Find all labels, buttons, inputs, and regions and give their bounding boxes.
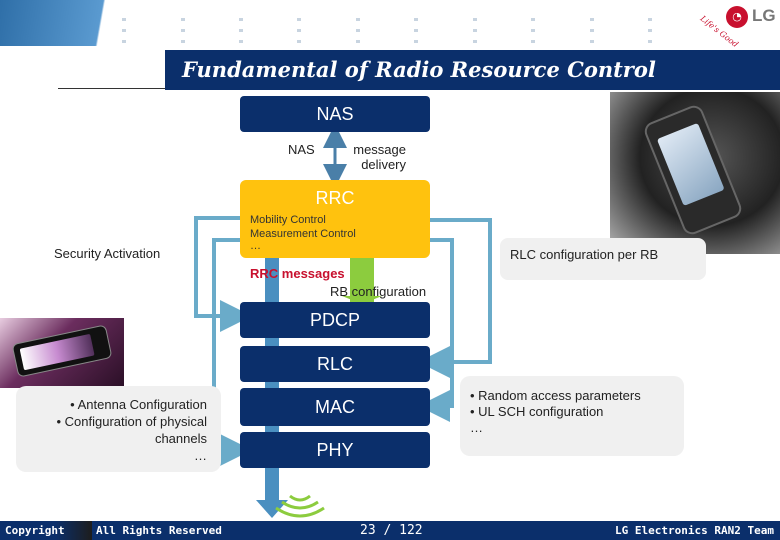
rrc-title: RRC [315,188,355,208]
rrc-function-mobility: Mobility Control [250,214,326,226]
phone-photo [610,92,780,254]
physical-config-more: … [194,448,207,463]
rb-configuration-label: RB configuration [330,284,427,299]
pdcp-block[interactable]: PDCP [240,302,430,338]
rrc-messages-arrowhead [256,500,288,518]
antenna-config-item: • Antenna Configuration [70,397,207,412]
lg-circle-icon: ◔ [726,6,748,28]
header-dash [356,18,360,21]
nas-block[interactable]: NAS [240,96,430,132]
rlc-config-loop [418,218,492,378]
header-dash [239,40,243,43]
security-loop [194,216,252,332]
header-dash [181,40,185,43]
header-dash [531,29,535,32]
message-delivery-label: message delivery [346,142,406,172]
header-dash [122,18,126,21]
title-underline [58,88,166,89]
mac-config-box: • Random access parameters • UL SCH conf… [460,376,684,456]
header-dash [122,40,126,43]
antenna-wave-icon [281,500,319,510]
mac-block[interactable]: MAC [240,388,430,426]
rlc-configuration-label: RLC configuration per RB [510,247,659,262]
header-dash [414,29,418,32]
footer-bar: Copyright All Rights Reserved 23 / 122 L… [0,521,780,540]
header-wedge [0,0,180,46]
header-dash [648,40,652,43]
rlc-config-box [500,238,706,280]
header-dash [356,29,360,32]
footer-team: LG Electronics RAN2 Team [615,524,774,537]
phy-config-loop [212,238,252,466]
security-box [44,238,194,268]
rrc-function-more: … [250,240,261,252]
header-dash [181,29,185,32]
random-access-item: • Random access parameters [470,388,641,403]
rb-config-bar [350,258,374,302]
header-dash [297,40,301,43]
antenna-wave-icon-2 [275,506,325,518]
slide-title: Fundamental of Radio Resource Control [165,50,780,90]
footer-copyright: Copyright [0,521,92,540]
rrc-function-measurement: Measurement Control [250,228,356,240]
security-activation-label: Security Activation [54,246,161,261]
header-dash [239,18,243,21]
header-dash [648,29,652,32]
header-dash [239,29,243,32]
header-dash [297,18,301,21]
header-dash [648,18,652,21]
header-dash [590,40,594,43]
header-dash [297,29,301,32]
rb-config-arrowhead [342,296,382,304]
header-dash [531,18,535,21]
phone-photo-2 [0,318,124,388]
header-dash [590,29,594,32]
header-dash [181,18,185,21]
header-dash [473,18,477,21]
message-delivery-line-1: message [353,142,406,157]
header-dash [414,18,418,21]
header-dash [473,40,477,43]
header-dash [414,40,418,43]
header-dash [356,40,360,43]
rlc-block[interactable]: RLC [240,346,430,382]
header-dash [473,29,477,32]
mac-config-loop [418,238,454,422]
ul-sch-item: • UL SCH configuration [470,404,604,419]
footer-rights: All Rights Reserved [96,524,222,537]
header-dash [122,29,126,32]
antenna-wave-icon-3 [289,494,311,502]
mac-config-more: … [470,420,483,435]
page-number: 23 / 122 [360,523,423,538]
message-delivery-line-2: delivery [361,157,406,172]
lg-logo: Life's Good ◔ LG [698,2,780,49]
phy-block[interactable]: PHY [240,432,430,468]
physical-config-box: • Antenna Configuration • Configuration … [16,386,221,472]
nas-small-label: NAS [288,142,315,157]
rrc-block[interactable]: RRC Mobility Control Measurement Control… [240,180,430,258]
lg-brand-text: LG [752,6,776,25]
top-decoration [0,0,780,46]
physical-channel-config-item: • Configuration of physical [56,414,207,429]
header-dash [531,40,535,43]
physical-channel-config-item-cont: channels [154,431,207,446]
header-dash [590,18,594,21]
rrc-messages-label: RRC messages [250,266,345,281]
